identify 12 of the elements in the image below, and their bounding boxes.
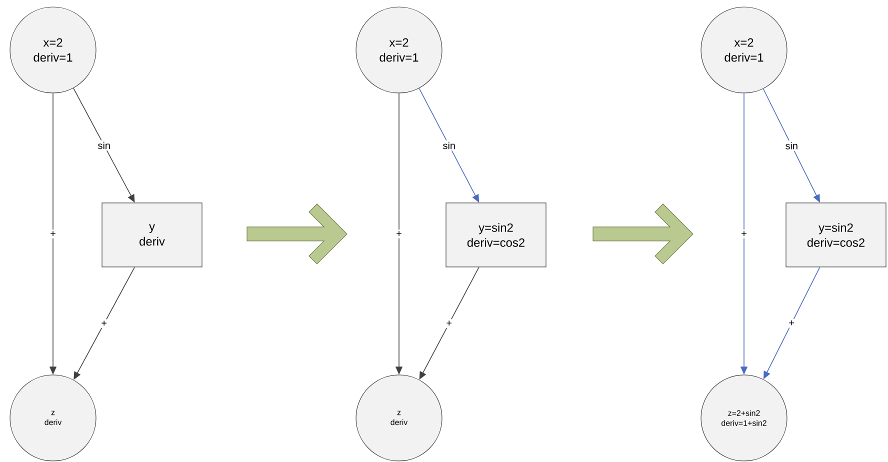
operation-box: y=sin2 deriv=cos2 [786,202,886,268]
edge-label: + [740,230,748,238]
edge-label: + [100,319,108,328]
edge-label: + [444,319,454,328]
edge-label: + [394,230,404,238]
operation-box: y=sin2 deriv=cos2 [446,202,546,268]
operation-box: y deriv [102,202,202,268]
edge-label: sin [784,140,800,151]
edge-label: + [787,318,796,328]
edge-label: + [48,230,58,238]
edge-label: sin [441,140,457,151]
edge-label: sin [96,140,112,151]
